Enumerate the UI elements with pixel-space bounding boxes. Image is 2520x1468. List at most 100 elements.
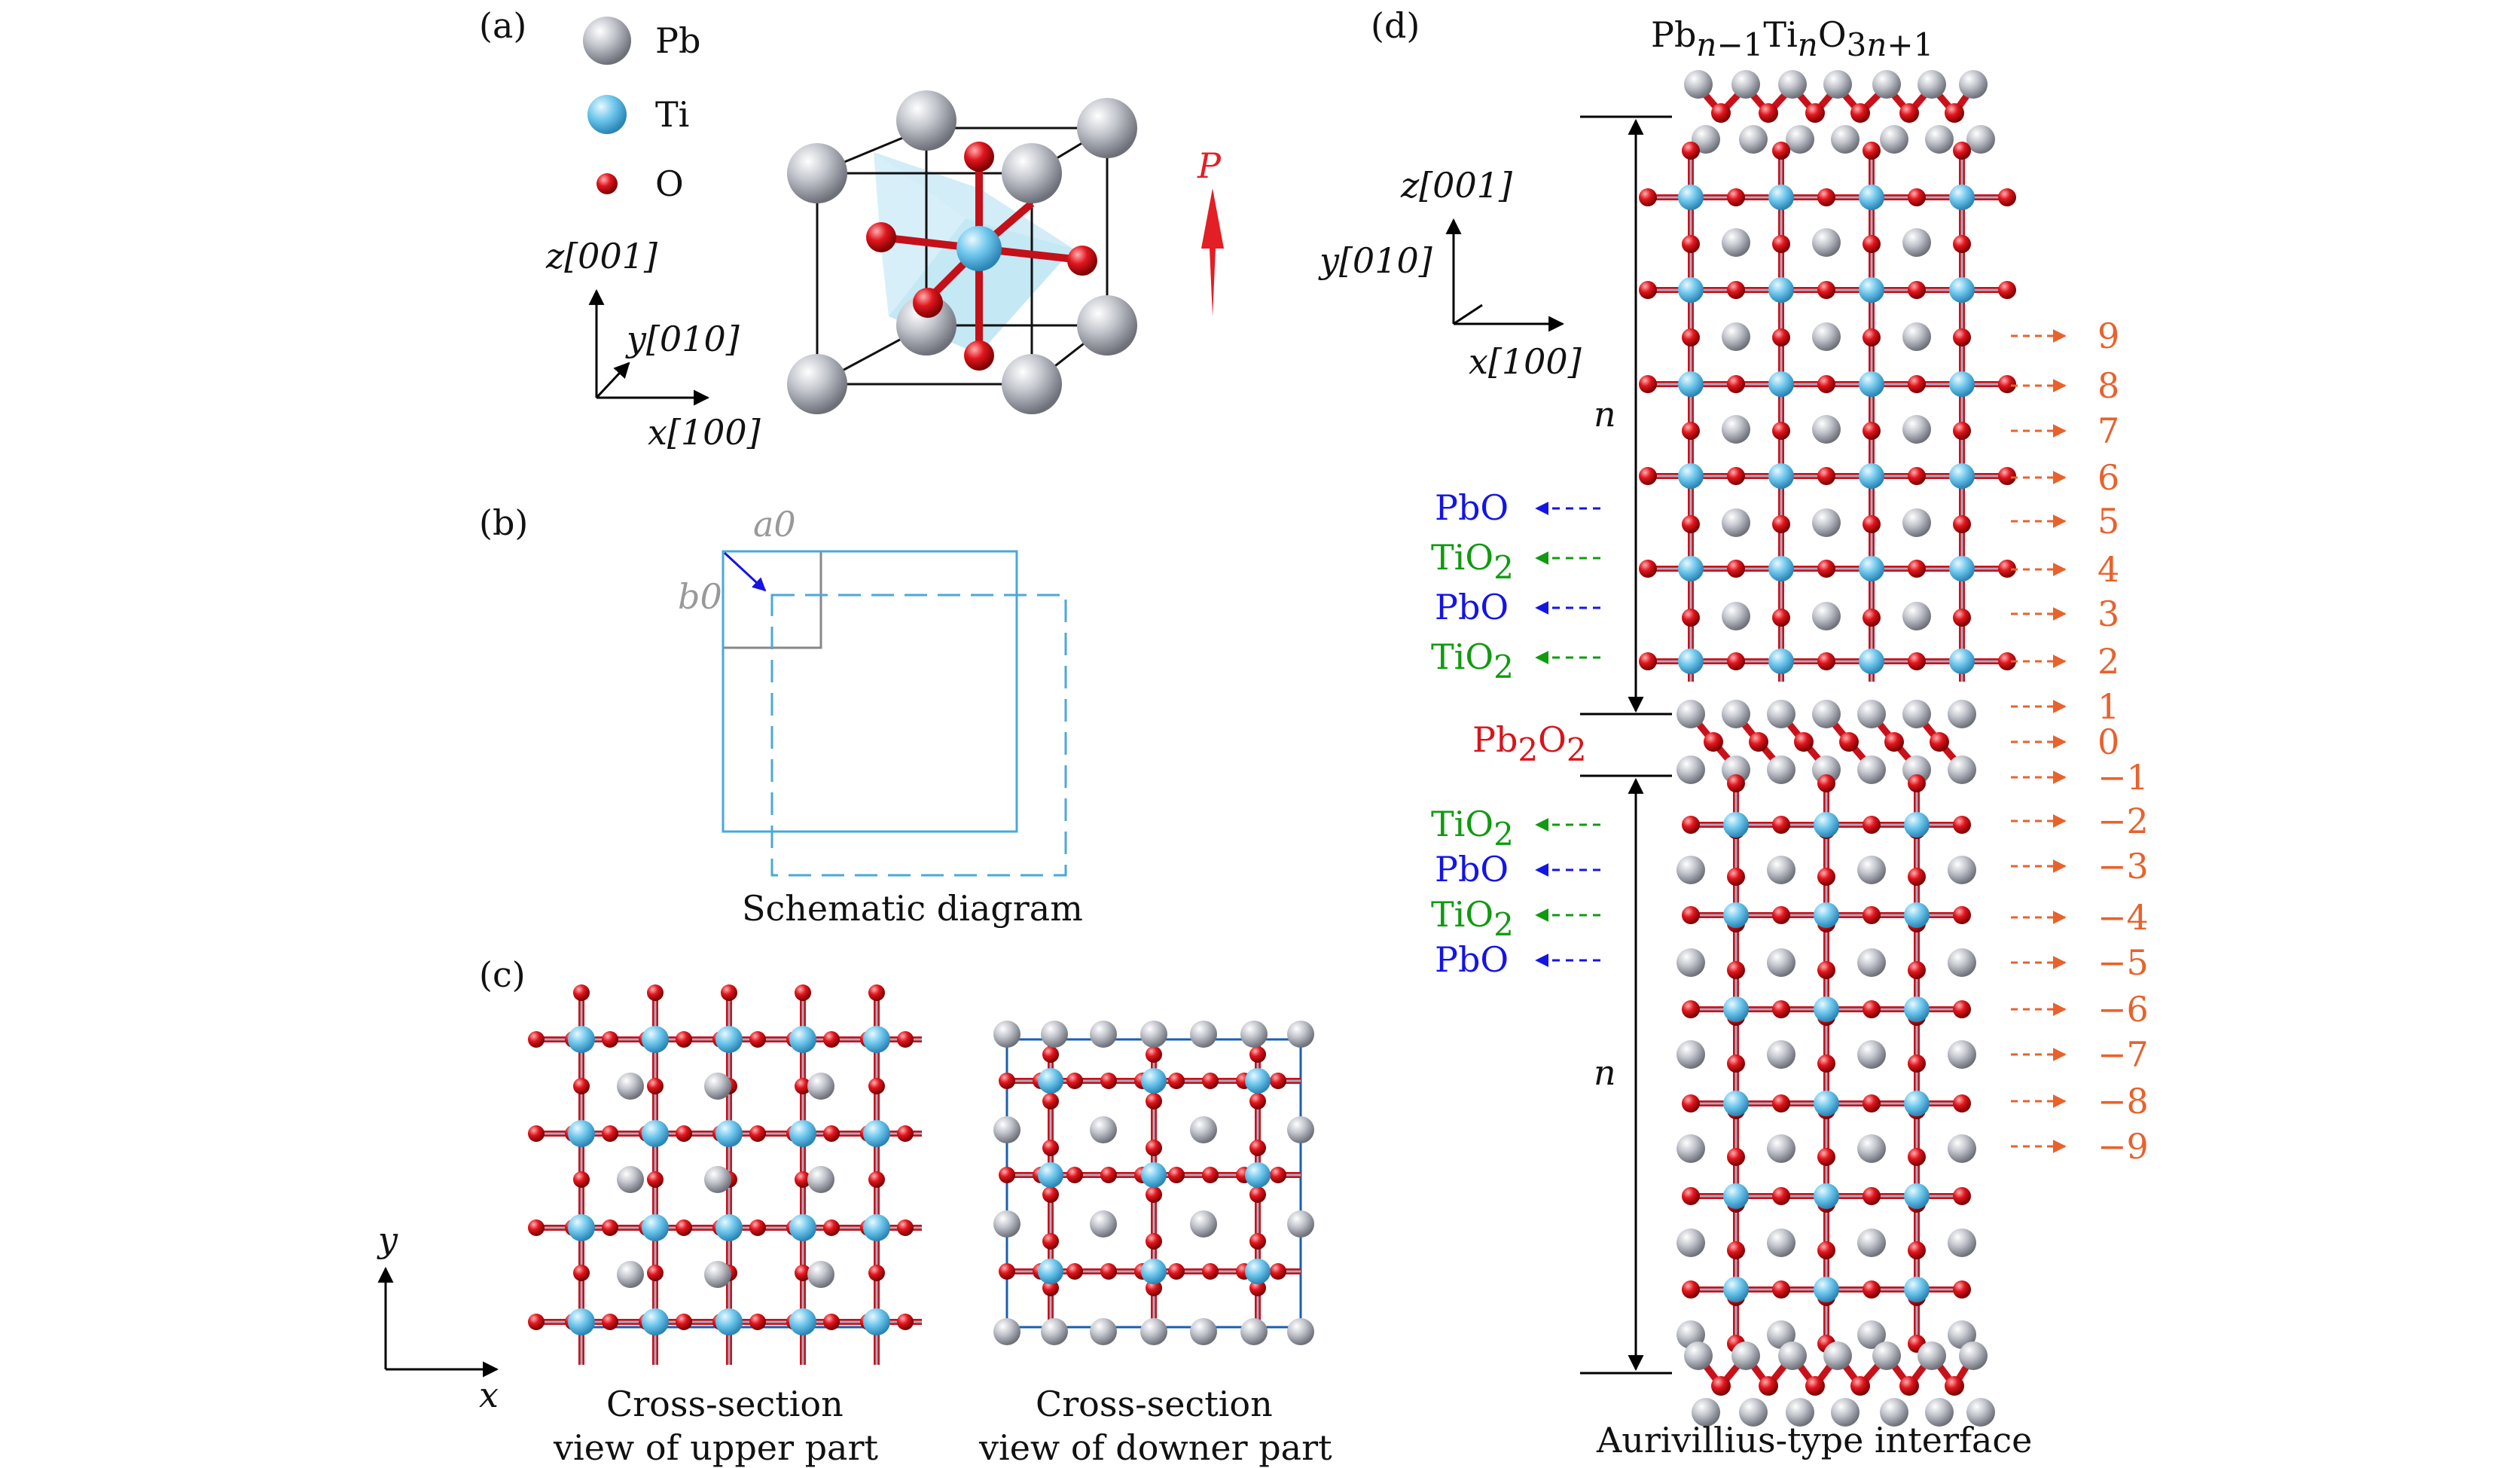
o-atom: [1749, 732, 1768, 752]
ti-atom: [1859, 463, 1884, 489]
o-atom: [1863, 1280, 1881, 1299]
a0-label: a0: [753, 504, 796, 545]
pb-atom: [1857, 755, 1886, 784]
o-atom: [1249, 1140, 1266, 1156]
pb-atom: [1948, 755, 1976, 784]
ti-atom: [1723, 812, 1749, 838]
o-atom: [1908, 868, 1926, 886]
o-atom: [1817, 774, 1835, 792]
ti-atom: [1949, 556, 1975, 581]
ti-atom: [1723, 902, 1749, 928]
pb-atom: [1902, 602, 1931, 630]
o-atom: [1998, 375, 2016, 393]
ti-atom: [789, 1026, 816, 1053]
pb-atom: [1831, 125, 1859, 154]
ti-atom: [1678, 185, 1704, 210]
o-atom: [1772, 906, 1790, 924]
o-atom: [795, 1265, 811, 1281]
pb-atom: [1823, 70, 1852, 99]
pb-atom: [1948, 1320, 1976, 1349]
pb-atom: [1966, 125, 1995, 154]
layer-labels-left: PbO TiO2 PbO TiO2 Pb2O2 TiO2 PbO TiO2 Pb…: [1431, 487, 1600, 980]
ti-atom: [1245, 1162, 1271, 1188]
pb-atom: [1902, 700, 1931, 728]
o-atom: [1042, 1280, 1059, 1296]
o-atom: [1100, 1167, 1117, 1183]
ti-atom: [863, 1026, 890, 1053]
pb-atom: [1676, 755, 1705, 784]
o-atom: [1998, 467, 2016, 485]
ti-atom: [1245, 1259, 1271, 1284]
o-atom: [897, 1219, 914, 1236]
pb-atom: [1767, 1228, 1795, 1257]
pb-atom: [1722, 508, 1750, 537]
o-atom: [528, 1219, 545, 1236]
layer-lower-0: TiO2: [1431, 804, 1514, 853]
pb-atom: [1917, 70, 1946, 99]
pb-atom: [1812, 508, 1841, 537]
ti-atom: [1904, 812, 1930, 838]
axes-c: y x: [377, 1219, 499, 1415]
o-atom: [1639, 375, 1657, 393]
o-atom: [1772, 515, 1790, 533]
o-atom: [868, 1171, 885, 1188]
o-atom: [1759, 103, 1778, 123]
o-atom: [1772, 142, 1790, 160]
pb-atom: [1880, 1398, 1908, 1427]
o-atom: [795, 984, 811, 1001]
o-atom: [1817, 467, 1835, 485]
layer-index-2: 7: [2097, 410, 2119, 451]
o-atom: [1727, 961, 1745, 979]
o-atom: [1772, 1187, 1790, 1205]
ti-atom: [715, 1120, 743, 1147]
o-atom: [1249, 1046, 1266, 1063]
pb-atom: [1902, 415, 1931, 444]
o-atom: [1066, 1167, 1083, 1183]
o-atom: [868, 1078, 885, 1094]
ti-atom: [1678, 371, 1704, 397]
axes-d: z[001] y[010] x[100]: [1318, 165, 1582, 382]
o-atom: [647, 1171, 664, 1188]
pb-atom: [1857, 1134, 1886, 1163]
layer-index-7: 2: [2097, 641, 2119, 682]
pb-atom: [1190, 1021, 1217, 1048]
pb-atom: [1767, 700, 1795, 728]
o-atom: [999, 1263, 1015, 1280]
ti-atom: [1678, 463, 1704, 489]
o-atom: [1863, 609, 1881, 627]
n-label-upper: n: [1594, 394, 1616, 435]
o-atom: [1682, 1000, 1700, 1018]
pb-atom: [617, 1073, 644, 1100]
o-atom: [1042, 1233, 1059, 1250]
o-atom: [1998, 281, 2016, 299]
o-atom: [1884, 732, 1904, 752]
o-atom: [1249, 1280, 1266, 1296]
o-atom: [1682, 609, 1700, 627]
pb-atom: [704, 1166, 731, 1193]
pb-atom: [1948, 1040, 1976, 1069]
cross-section-lower: Cross-section view of downer part: [978, 1021, 1332, 1468]
ti-atom: [715, 1026, 743, 1053]
layer-upper-2: PbO: [1435, 587, 1509, 627]
ti-atom: [789, 1120, 816, 1147]
ti-atom: [1859, 277, 1884, 303]
ti-atom: [1723, 996, 1749, 1022]
perovskite-unit-cell: [787, 90, 1137, 414]
o-atom: [602, 1314, 618, 1330]
pb-atom: [704, 1073, 731, 1100]
o-atom: [1908, 652, 1926, 670]
o-atom: [1146, 1280, 1162, 1296]
o-atom: [1682, 422, 1700, 440]
layer-index-13: −4: [2097, 897, 2149, 938]
pb-atom: [1722, 415, 1750, 444]
pb-atom: [1676, 1134, 1705, 1163]
ti-atom: [1949, 371, 1975, 397]
o-atom: [1042, 1046, 1059, 1063]
pb-atom: [1140, 1318, 1167, 1345]
pb-atom: [1966, 1398, 1995, 1427]
o-atom: [749, 1125, 766, 1142]
o-atom: [868, 984, 885, 1001]
o-atom: [795, 1078, 811, 1094]
panel-d-label: (d): [1371, 5, 1420, 46]
o-atom: [823, 1314, 840, 1330]
